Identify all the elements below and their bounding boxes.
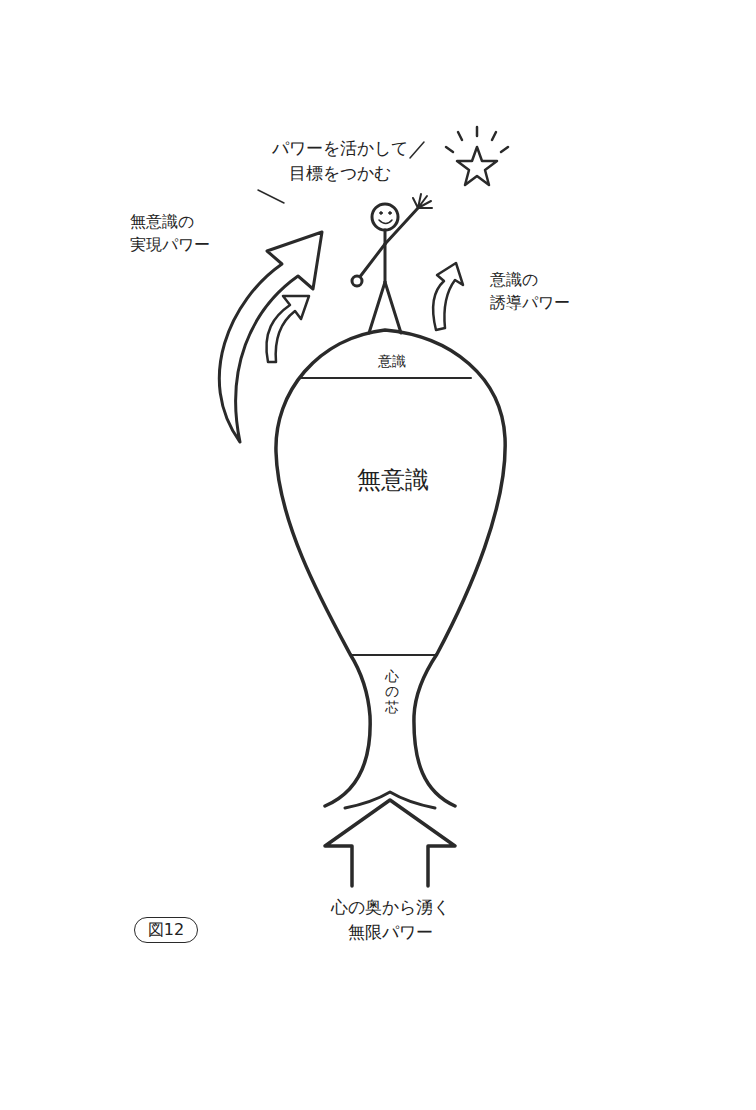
- node-text: 図12: [148, 920, 184, 939]
- figure-leg: [369, 282, 385, 333]
- ray: [501, 147, 508, 152]
- region-label: 無意識: [351, 464, 435, 497]
- mind-outline: [276, 330, 505, 806]
- core-region: 心の芯: [383, 667, 401, 718]
- band-region: 意識: [374, 351, 410, 372]
- figure-hand: [413, 194, 432, 208]
- band-line: [300, 377, 471, 379]
- figure-eye: [389, 212, 392, 215]
- figure-arm: [359, 244, 385, 278]
- star-rays: [446, 127, 508, 152]
- caption-text: パワーを活かして 目標をつかむ: [272, 136, 408, 185]
- figure-number: 図12: [134, 917, 198, 943]
- figure-body: [384, 230, 387, 282]
- node-text: 意識: [378, 353, 406, 370]
- curved-arrow: [219, 232, 322, 442]
- node-text: 無意識: [357, 466, 429, 495]
- curved-arrow: [433, 263, 463, 330]
- figure-fist: [352, 276, 362, 286]
- accent-mark: [410, 142, 424, 158]
- figure-smile: [379, 220, 392, 224]
- power-label: 意識の 誘導パワー: [490, 268, 570, 314]
- figure-head: [372, 204, 398, 230]
- node-text: 心の芯: [385, 669, 399, 715]
- accent-mark: [258, 190, 284, 203]
- power-label: 心の奥から湧く 無限パワー: [331, 895, 450, 944]
- figure-leg: [385, 282, 401, 333]
- ray: [446, 147, 453, 152]
- band-line: [350, 654, 437, 656]
- ray: [492, 132, 496, 140]
- stick-figure: [352, 194, 432, 333]
- power-label: 無意識の 実現パワー: [130, 210, 210, 256]
- up-arrow: [325, 800, 455, 886]
- curved-arrow: [266, 296, 309, 362]
- ray: [458, 132, 462, 140]
- ray: [476, 127, 479, 136]
- star: [457, 147, 497, 185]
- figure-eye: [380, 212, 383, 215]
- figure-arm: [385, 208, 418, 244]
